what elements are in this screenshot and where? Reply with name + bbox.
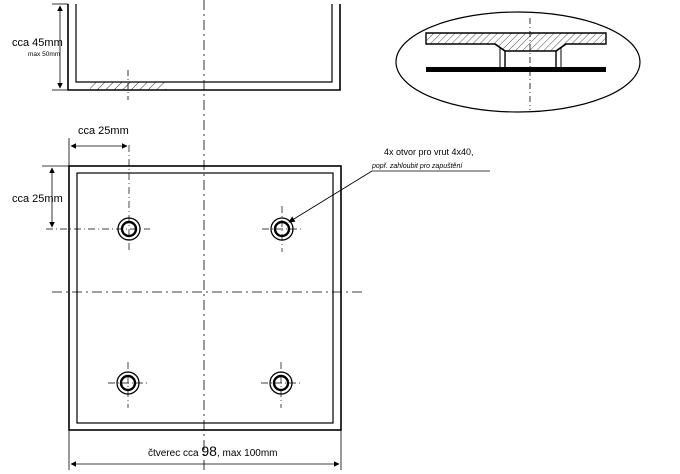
annotation-line1: 4x otvor pro vrut 4x40, xyxy=(384,147,474,157)
side-view: cca 45mm max 50mm xyxy=(12,3,341,100)
screw-hole xyxy=(270,217,294,241)
screw-hole xyxy=(116,371,140,395)
screw-hole xyxy=(269,371,293,395)
width-label-value: 98 xyxy=(201,443,217,459)
plan-inner-square xyxy=(76,172,334,424)
height-max-label: max 50mm xyxy=(28,51,60,58)
width-label: čtverec cca 98, max 100mm xyxy=(148,443,278,459)
detail-bottom-plate xyxy=(426,67,606,72)
width-label-prefix: čtverec cca xyxy=(148,448,201,459)
detail-countersink xyxy=(494,43,567,67)
detail-ellipse xyxy=(395,11,641,113)
height-label: cca 45mm xyxy=(12,37,63,49)
width-label-suffix: , max 100mm xyxy=(217,448,278,459)
side-view-outer-wall xyxy=(67,4,341,91)
annotation-leader xyxy=(288,170,373,223)
plan-view xyxy=(68,165,342,431)
offset-x-dimension: cca 25mm xyxy=(68,125,129,166)
detail-top-board xyxy=(425,32,607,52)
offset-y-label: cca 25mm xyxy=(12,193,63,205)
offset-x-label: cca 25mm xyxy=(78,125,129,137)
offset-y-dimension: cca 25mm xyxy=(12,165,69,228)
hole-centerlines xyxy=(46,145,302,408)
screw-hole xyxy=(117,217,141,241)
width-dimension: čtverec cca 98, max 100mm xyxy=(68,430,342,470)
hole-annotation: 4x otvor pro vrut 4x40, popř. zahloubit … xyxy=(288,147,490,223)
annotation-line2: popř. zahloubit pro zapuštění xyxy=(371,163,463,170)
detail-view xyxy=(395,11,641,113)
detail-hole-walls xyxy=(499,48,562,67)
plan-outer-square xyxy=(68,165,342,431)
